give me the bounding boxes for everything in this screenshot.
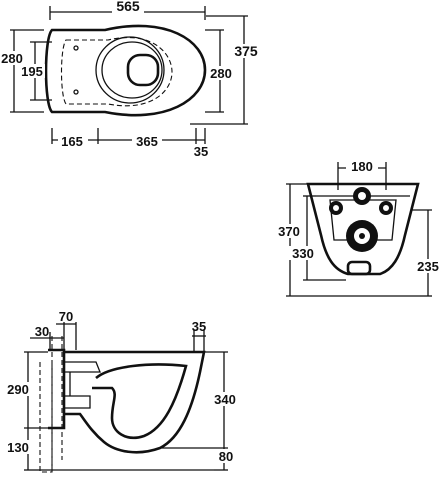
rear-view: 180 370 330 235 (272, 159, 442, 297)
dim-80: 80 (219, 449, 233, 464)
rear-view-body (306, 182, 420, 276)
top-view: 565 280 195 375 280 165 365 (0, 0, 262, 159)
top-view-drain (126, 53, 160, 87)
side-view-wall-plate (48, 348, 66, 430)
side-view-wall-frame (39, 362, 53, 473)
dim-565: 565 (116, 0, 140, 14)
top-view-fixing-hole (73, 89, 79, 95)
dim-165: 165 (61, 134, 83, 149)
dim-35-side: 35 (192, 319, 206, 334)
dim-370: 370 (278, 224, 300, 239)
dim-30: 30 (35, 324, 49, 339)
dim-340: 340 (214, 392, 236, 407)
dim-195: 195 (21, 64, 43, 79)
top-view-inner-bowl (95, 36, 165, 104)
dim-290: 290 (7, 382, 29, 397)
dim-280-left: 280 (1, 51, 23, 66)
dim-130: 130 (7, 440, 29, 455)
dim-70: 70 (59, 309, 73, 324)
top-view-inner-bowl-rim (101, 41, 163, 99)
rear-view-outlet (346, 260, 372, 276)
side-view: 30 70 35 290 130 340 80 (4, 309, 240, 473)
top-view-bowl-outline (44, 24, 207, 117)
dim-235: 235 (417, 259, 439, 274)
top-view-seat-outline (61, 37, 173, 107)
dim-330: 330 (292, 246, 314, 261)
top-view-fixing-hole (73, 45, 79, 51)
dim-375: 375 (234, 43, 258, 59)
dim-365: 365 (136, 134, 158, 149)
side-view-bowl-body (64, 350, 206, 454)
rear-view-plate (329, 199, 397, 241)
side-view-trapway (92, 363, 188, 439)
dim-180: 180 (351, 159, 373, 174)
dim-280-right: 280 (210, 66, 232, 81)
dim-35-top: 35 (194, 144, 208, 159)
